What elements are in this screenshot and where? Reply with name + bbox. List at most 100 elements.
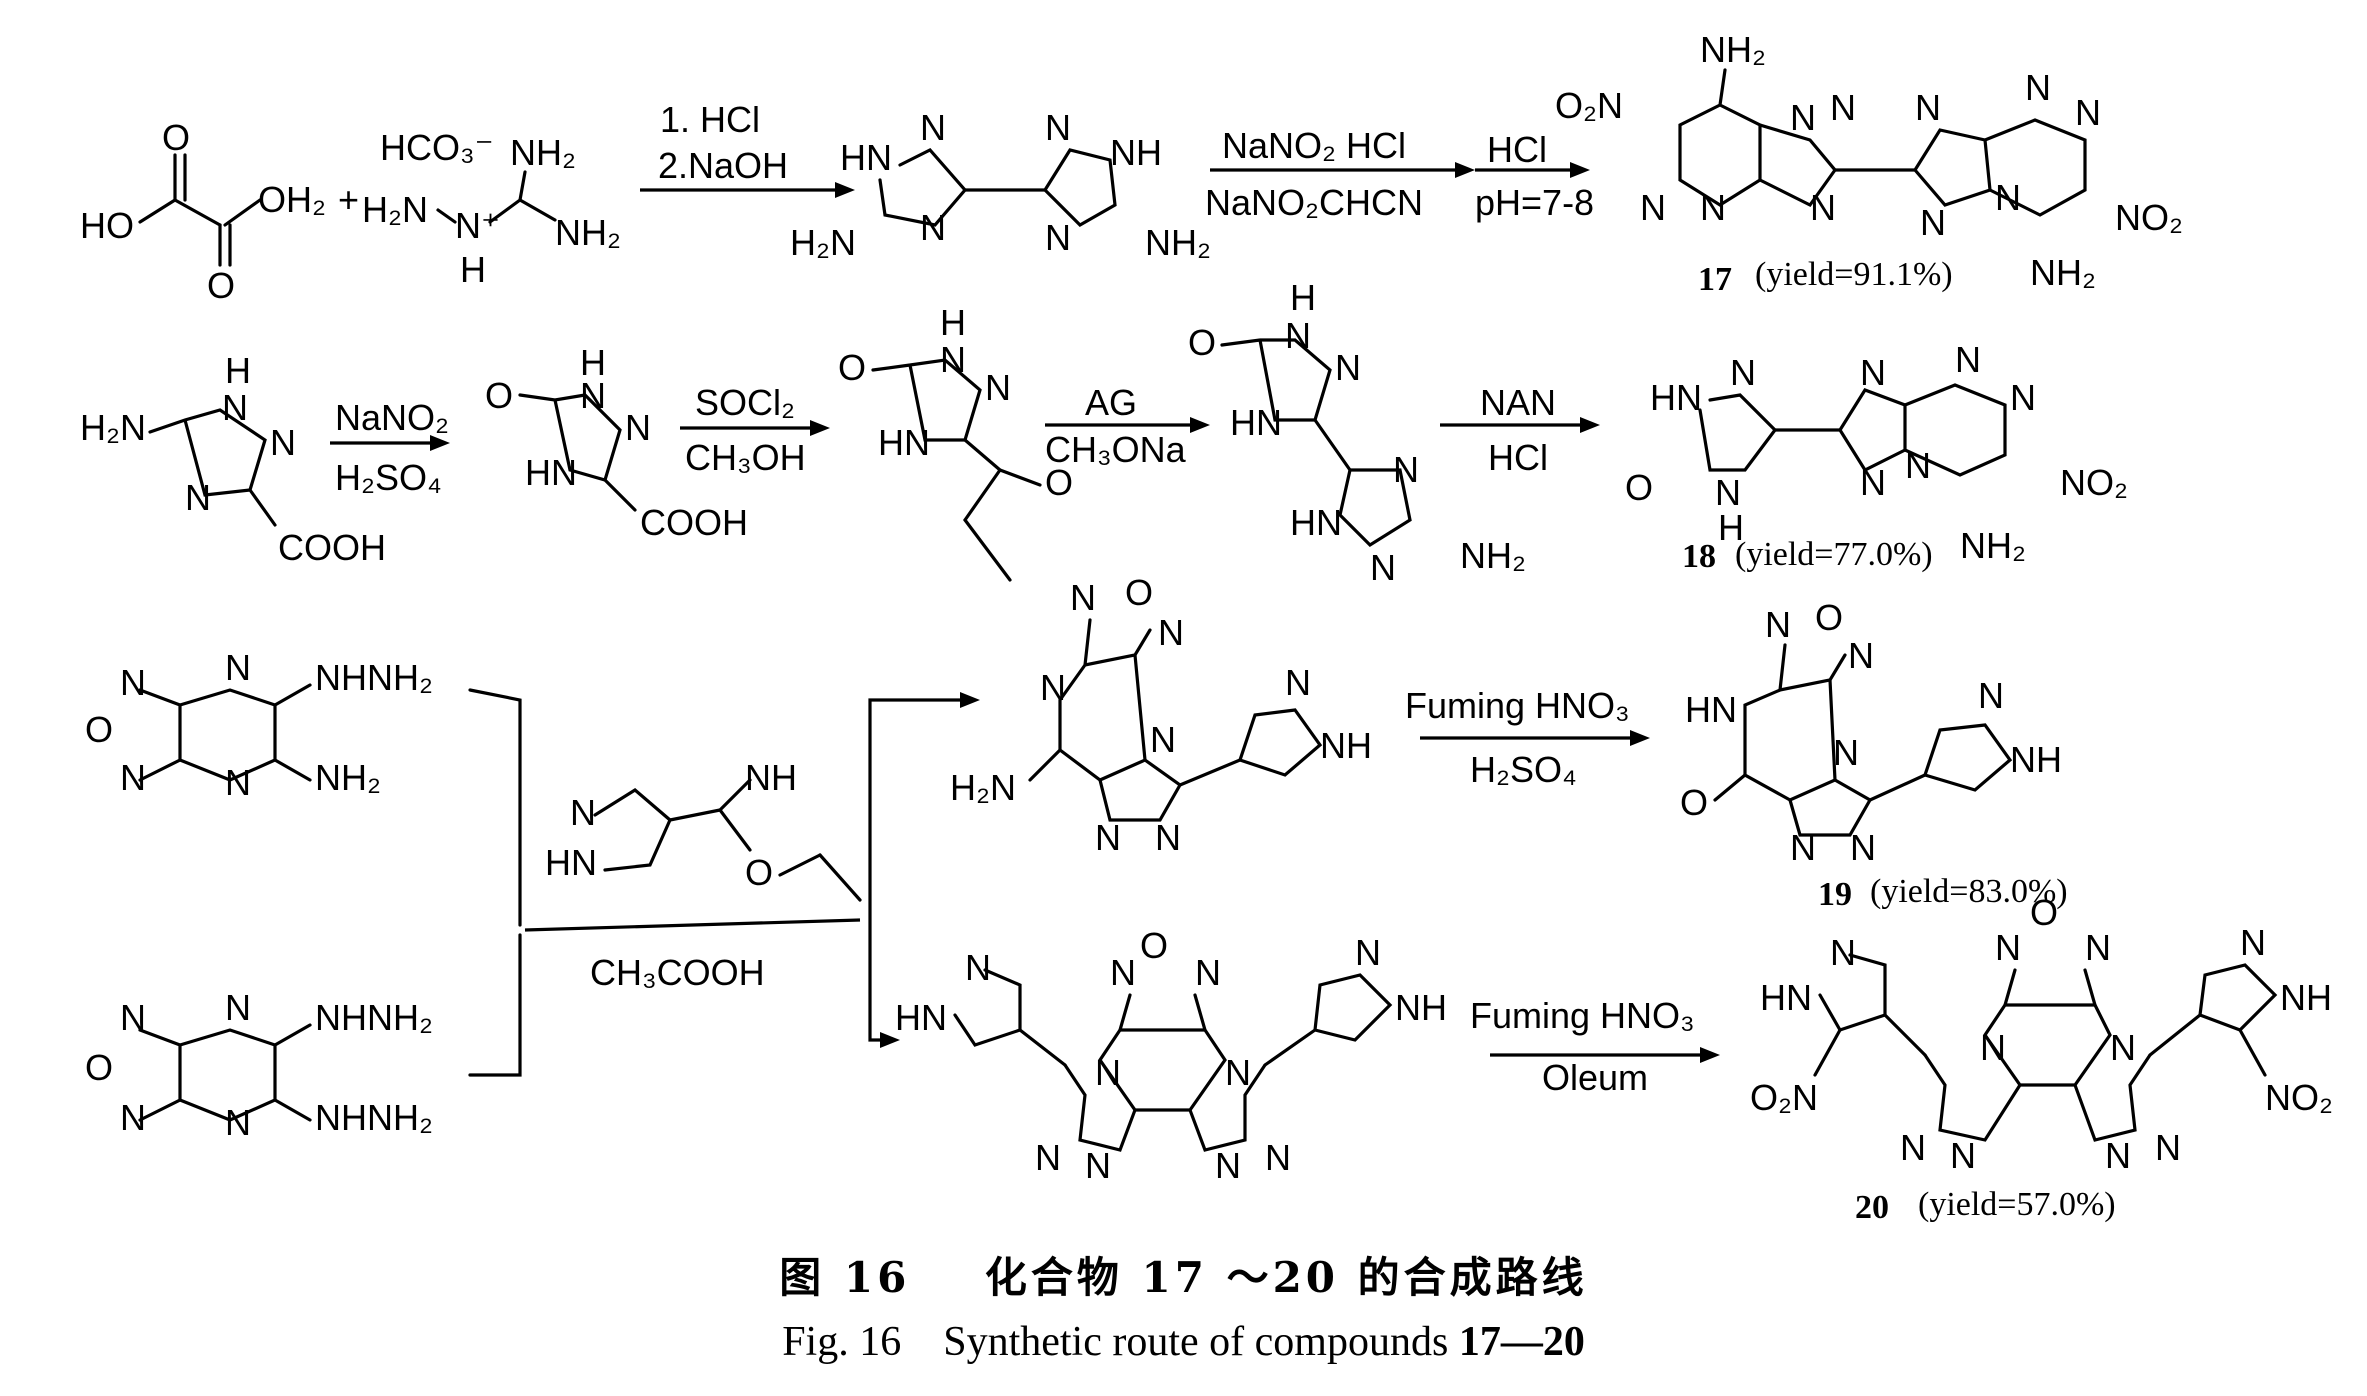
svg-text:N: N <box>1155 817 1181 858</box>
svg-text:N: N <box>1355 932 1381 973</box>
caption-en-prefix: Fig. 16 <box>782 1319 902 1365</box>
svg-text:17: 17 <box>1698 261 1732 298</box>
svg-text:O: O <box>1140 925 1168 966</box>
svg-text:N: N <box>1215 1145 1241 1186</box>
reaction-arrow-5: SOCl₂ CH₃OH <box>680 382 830 478</box>
caption-cn-text-a: 化合物 <box>984 1253 1123 1302</box>
svg-text:N: N <box>1915 87 1941 128</box>
amino-triazolo-furazanopyrazine: N O N N N H₂N N N N NH <box>950 572 1372 858</box>
svg-text:N: N <box>2110 1027 2136 1068</box>
svg-text:HN: HN <box>895 997 947 1038</box>
svg-text:H₂N: H₂N <box>80 407 146 448</box>
svg-text:N: N <box>2010 377 2036 418</box>
bis-hydrazino-furazanopyrazine: N O N N N NHNH₂ NHNH₂ <box>85 933 522 1143</box>
svg-text:O: O <box>1125 572 1153 613</box>
svg-text:N: N <box>1995 177 2021 218</box>
svg-text:(yield=57.0%): (yield=57.0%) <box>1918 1186 2116 1223</box>
svg-text:NH₂: NH₂ <box>1700 29 1766 70</box>
branch-arrows <box>868 692 980 1048</box>
svg-text:N: N <box>1150 719 1176 760</box>
svg-text:N: N <box>1810 187 1836 228</box>
triazolone-methyl-ester: O H N N HN O <box>838 302 1073 582</box>
svg-text:N: N <box>1848 635 1874 676</box>
svg-text:NHNH₂: NHNH₂ <box>315 1097 433 1138</box>
svg-text:HN: HN <box>545 842 597 883</box>
svg-text:NH₂: NH₂ <box>1960 525 2026 566</box>
svg-text:N: N <box>1265 1137 1291 1178</box>
svg-text:N: N <box>225 1102 251 1143</box>
svg-text:COOH: COOH <box>640 502 748 543</box>
svg-text:N: N <box>185 477 211 518</box>
aminotriazole-carboxylic-acid: H₂N H N N N COOH <box>80 350 386 568</box>
reaction-arrow-2: NaNO₂ HCl NaNO₂CHCN <box>1205 125 1475 223</box>
svg-text:N: N <box>1085 1145 1111 1186</box>
svg-text:N: N <box>1393 449 1419 490</box>
svg-text:N: N <box>1225 1052 1251 1093</box>
svg-text:N: N <box>2105 1135 2131 1176</box>
svg-text:NH₂: NH₂ <box>1460 535 1526 576</box>
svg-text:NO₂: NO₂ <box>2060 462 2128 503</box>
svg-text:N: N <box>2155 1127 2181 1168</box>
svg-text:N: N <box>1158 612 1184 653</box>
bis-pyrazolyl-intermediate: N HN O N N N N N N N N N NH <box>895 925 1447 1186</box>
svg-text:H₂N: H₂N <box>362 189 428 230</box>
svg-text:HCO₃⁻: HCO₃⁻ <box>380 127 494 168</box>
svg-text:O: O <box>2030 892 2058 933</box>
svg-text:O: O <box>85 709 113 750</box>
svg-text:2.NaOH: 2.NaOH <box>658 145 788 186</box>
svg-text:H₂N: H₂N <box>950 767 1016 808</box>
svg-text:N: N <box>920 207 946 248</box>
svg-text:Fuming HNO₃: Fuming HNO₃ <box>1470 995 1695 1036</box>
svg-text:N: N <box>1955 339 1981 380</box>
compound-17: NH₂ O₂N N N N N N N N N N N NO₂ NH₂ 17 (… <box>1555 29 2183 298</box>
svg-text:18: 18 <box>1682 538 1716 575</box>
svg-text:N: N <box>1790 97 1816 138</box>
svg-text:NH: NH <box>1320 725 1372 766</box>
reaction-arrow-3: HCl pH=7-8 <box>1475 129 1594 223</box>
svg-text:O: O <box>485 375 513 416</box>
svg-text:H₂N: H₂N <box>790 222 856 263</box>
svg-text:CH₃OH: CH₃OH <box>685 437 806 478</box>
svg-text:N: N <box>225 647 251 688</box>
triazolone-aminotriazole: O H N N HN N HN N NH₂ <box>1188 277 1526 588</box>
compound-20: N HN O₂N O N N N N N N N N N NH NO₂ 20 (… <box>1750 892 2333 1226</box>
svg-text:O: O <box>1188 322 1216 363</box>
svg-text:H: H <box>460 249 486 290</box>
svg-text:N: N <box>1040 667 1066 708</box>
svg-text:NaNO₂CHCN: NaNO₂CHCN <box>1205 182 1423 223</box>
reaction-arrow-1: 1. HCl 2.NaOH <box>640 99 855 198</box>
svg-text:N: N <box>1765 604 1791 645</box>
svg-text:NH₂: NH₂ <box>2030 252 2096 293</box>
svg-text:NH: NH <box>745 757 797 798</box>
svg-text:(yield=83.0%): (yield=83.0%) <box>1870 873 2068 910</box>
svg-text:H: H <box>1718 507 1744 548</box>
svg-text:N: N <box>1920 202 1946 243</box>
svg-text:O: O <box>1625 467 1653 508</box>
svg-text:N: N <box>225 987 251 1028</box>
triazolone-carboxylic-acid: O H N N HN COOH <box>485 342 748 543</box>
svg-text:N: N <box>2025 67 2051 108</box>
svg-text:O₂N: O₂N <box>1555 85 1623 126</box>
svg-text:N: N <box>1790 827 1816 868</box>
svg-text:N: N <box>1860 352 1886 393</box>
svg-text:NH₂: NH₂ <box>510 132 576 173</box>
oxalic-acid: HO O O OH₂ + <box>80 117 359 306</box>
svg-text:H: H <box>580 342 606 383</box>
compound-19: N O N HN N O N N N NH 19 (yield=83.0%) <box>1680 597 2068 913</box>
svg-text:NAN: NAN <box>1480 382 1556 423</box>
svg-text:N⁺: N⁺ <box>455 205 500 246</box>
hydrazino-amino-furazanopyrazine: N O N N N NHNH₂ NH₂ <box>85 647 522 927</box>
svg-text:Oleum: Oleum <box>1542 1057 1648 1098</box>
svg-text:NO₂: NO₂ <box>2115 197 2183 238</box>
svg-text:N: N <box>1850 827 1876 868</box>
svg-text:N: N <box>1370 547 1396 588</box>
svg-text:CH₃ONa: CH₃ONa <box>1045 429 1187 470</box>
svg-text:O: O <box>207 265 235 306</box>
reaction-arrow-6: AG CH₃ONa <box>1045 382 1210 470</box>
svg-text:(yield=91.1%): (yield=91.1%) <box>1755 256 1953 293</box>
reaction-arrow-10: Fuming HNO₃ Oleum <box>1470 995 1720 1098</box>
svg-text:(yield=77.0%): (yield=77.0%) <box>1735 536 1933 573</box>
svg-text:NH: NH <box>2010 739 2062 780</box>
svg-text:O: O <box>745 852 773 893</box>
reaction-arrow-4: NaNO₂ H₂SO₄ <box>330 397 450 498</box>
